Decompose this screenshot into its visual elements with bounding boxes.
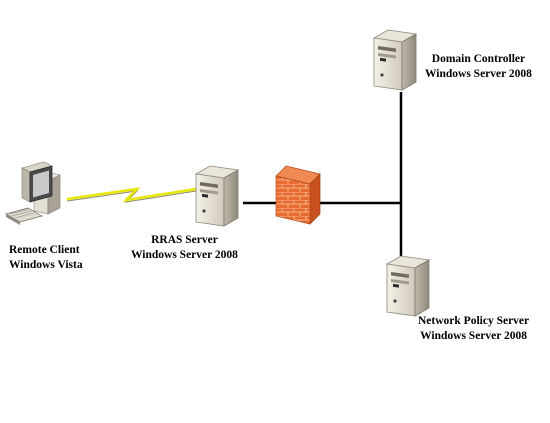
rras-server-icon bbox=[195, 165, 239, 227]
domain-controller-label: Domain Controller Windows Server 2008 bbox=[425, 52, 532, 82]
firewall-icon bbox=[275, 165, 321, 225]
rras-server-label: RRAS Server Windows Server 2008 bbox=[131, 233, 238, 263]
wireless-link bbox=[66, 187, 197, 203]
remote-client-name: Remote Client bbox=[9, 244, 80, 256]
network-policy-server-os: Windows Server 2008 bbox=[420, 330, 528, 342]
rras-server-name: RRAS Server bbox=[151, 234, 218, 246]
domain-controller-server-icon bbox=[373, 29, 417, 91]
remote-client-label: Remote Client Windows Vista bbox=[9, 243, 83, 273]
remote-client-os: Windows Vista bbox=[9, 259, 83, 271]
network-policy-server-icon bbox=[386, 255, 430, 317]
domain-controller-name: Domain Controller bbox=[431, 53, 526, 65]
rras-server-os: Windows Server 2008 bbox=[131, 249, 238, 261]
workstation-icon bbox=[5, 161, 61, 225]
network-policy-server-name: Network Policy Server bbox=[418, 315, 530, 327]
domain-controller-os: Windows Server 2008 bbox=[425, 68, 532, 80]
network-policy-server-label: Network Policy Server Windows Server 200… bbox=[418, 314, 529, 344]
